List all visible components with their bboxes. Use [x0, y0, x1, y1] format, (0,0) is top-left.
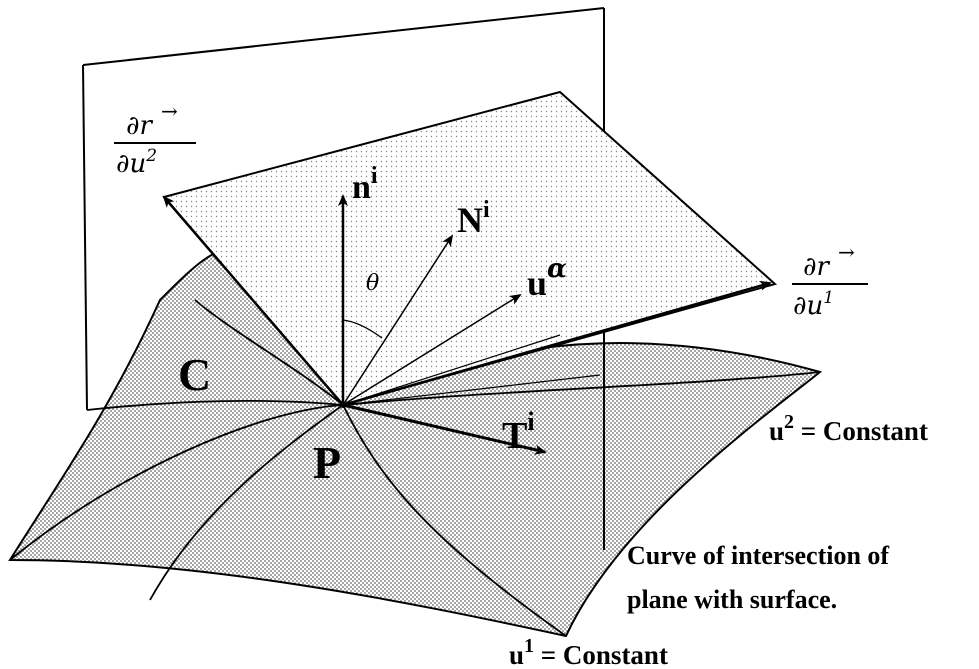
label-u-alpha: uα	[527, 254, 567, 303]
svg-text:∂r: ∂r	[803, 252, 830, 282]
label-u1-constant: u1 = Constant	[509, 635, 668, 669]
label-u2-constant: u2 = Constant	[769, 411, 928, 446]
label-T: Ti	[502, 407, 535, 457]
svg-text:∂r: ∂r	[126, 111, 153, 141]
svg-text:∂u2: ∂u2	[116, 146, 157, 179]
label-curve-line1: Curve of intersection of	[627, 541, 889, 570]
vector-N	[342, 234, 454, 406]
vector-dr-du1	[342, 280, 772, 407]
radial-lines	[342, 334, 601, 406]
svg-text:∂u1: ∂u1	[793, 288, 834, 321]
label-N: Ni	[457, 197, 490, 240]
angle-arc	[342, 319, 383, 339]
svg-text:→: →	[838, 240, 855, 264]
vector-u-alpha	[342, 293, 522, 406]
vector-T	[342, 403, 547, 455]
label-C: C	[178, 349, 211, 400]
surface-grid-curves	[9, 247, 821, 637]
label-theta: θ	[366, 271, 379, 296]
vectors	[162, 194, 772, 455]
label-dr-du1: ∂r → ∂u1	[792, 240, 868, 321]
label-dr-du2: ∂r → ∂u2	[114, 99, 196, 179]
label-P: P	[313, 437, 341, 488]
label-curve-line2: plane with surface.	[627, 585, 837, 614]
point-p-dot	[340, 402, 346, 408]
vector-dr-du2	[162, 195, 344, 406]
svg-text:→: →	[161, 99, 178, 123]
label-n: ni	[352, 163, 378, 206]
